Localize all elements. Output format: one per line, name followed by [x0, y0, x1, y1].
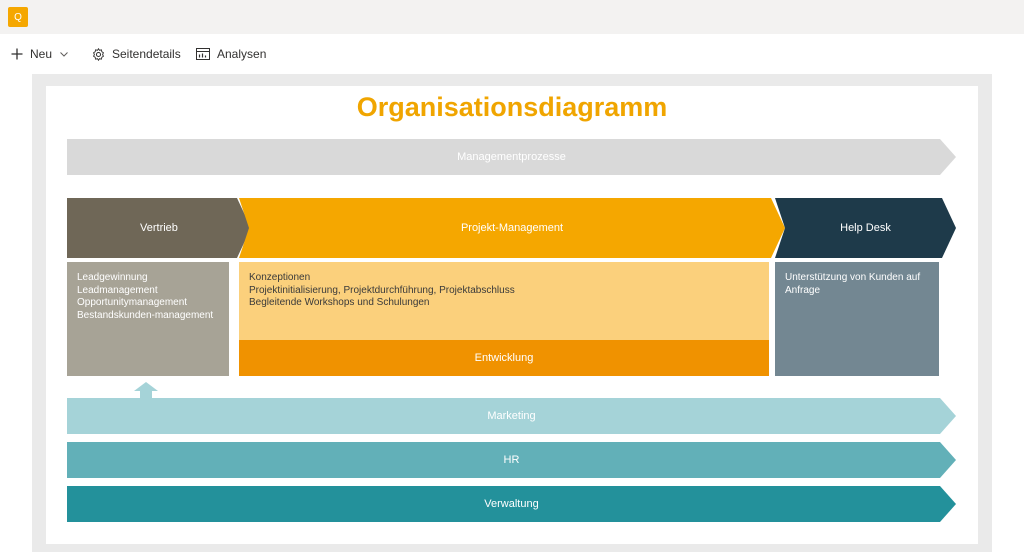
list-item: Leadgewinnung: [77, 272, 148, 283]
page-details-label: Seitendetails: [112, 47, 181, 61]
sales-box: Leadgewinnung Leadmanagement Opportunity…: [67, 262, 229, 376]
list-item: Anfrage: [785, 284, 821, 296]
chevron-down-icon: [60, 51, 68, 57]
list-item: Konzeptionen: [249, 272, 311, 283]
list-item: Projektinitialisierung, Projektdurchführ…: [249, 284, 515, 296]
marketing-band: Marketing: [67, 398, 956, 434]
list-item: Opportunitymanagement: [77, 297, 188, 308]
analytics-icon: [196, 48, 210, 60]
management-band: Managementprozesse: [67, 139, 956, 175]
admin-band: Verwaltung: [67, 486, 956, 522]
list-item: Begleitende Workshops und Schulungen: [249, 297, 430, 308]
new-label: Neu: [30, 47, 53, 61]
helpdesk-header: Help Desk: [775, 198, 956, 258]
project-header: Projekt-Management: [239, 198, 785, 258]
sales-header: Vertrieb: [67, 198, 251, 258]
list-item: Unterstützung von Kunden auf: [785, 272, 921, 283]
app-logo[interactable]: Q: [8, 7, 28, 27]
hr-band: HR: [67, 442, 956, 478]
project-box: Konzeptionen Projektinitialisierung, Pro…: [239, 262, 769, 340]
plus-icon: [11, 48, 23, 60]
development-box: Entwicklung: [239, 340, 769, 376]
app-header: Q: [0, 0, 1024, 34]
list-item: Leadmanagement: [77, 284, 158, 296]
gear-icon: [92, 47, 105, 61]
analytics-button[interactable]: Analysen: [196, 34, 266, 74]
diagram-title: Organisationsdiagramm: [356, 92, 668, 122]
page-details-button[interactable]: Seitendetails: [92, 34, 181, 74]
analytics-label: Analysen: [217, 47, 267, 61]
new-button[interactable]: Neu: [11, 34, 68, 74]
list-item: Bestandskunden-management: [77, 309, 214, 321]
command-bar: Neu Seitendetails Analysen: [0, 34, 1024, 74]
helpdesk-box: Unterstützung von Kunden auf Anfrage: [775, 262, 939, 376]
